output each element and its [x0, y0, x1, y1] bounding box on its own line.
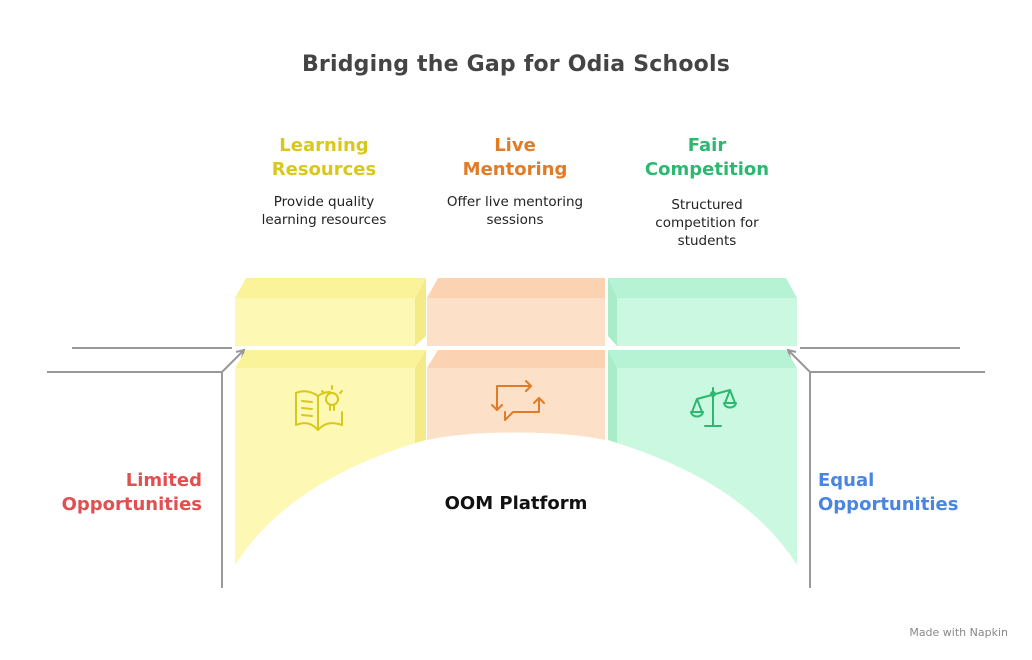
- heading-line: Learning: [279, 135, 369, 156]
- desc-line: Structured: [671, 197, 743, 213]
- arch-competition: [608, 350, 797, 565]
- oom-platform-label: OOM Platform: [444, 493, 588, 514]
- arch-mentoring: [427, 350, 605, 440]
- desc-line: Offer live mentoring: [446, 194, 584, 210]
- fair-competition-description: Structured competition for students: [612, 196, 802, 250]
- equal-opportunities-label: Equal Opportunities: [818, 469, 978, 517]
- desc-line: sessions: [486, 212, 544, 228]
- desc-line: competition for: [655, 215, 759, 231]
- learning-resources-heading: Learning Resources: [229, 134, 419, 182]
- chat-refresh-icon: [491, 380, 545, 421]
- page-title: Bridging the Gap for Odia Schools: [301, 52, 731, 77]
- learning-resources-description: Provide quality learning resources: [229, 193, 419, 229]
- label-line: Limited: [125, 470, 202, 491]
- heading-line: Resources: [271, 159, 377, 180]
- balance-scale-icon: [690, 387, 737, 427]
- heading-line: Live: [494, 135, 536, 156]
- right-cliff: [786, 347, 985, 588]
- arch-learning: [235, 350, 426, 565]
- desc-line: Provide quality: [273, 194, 375, 210]
- live-mentoring-heading: Live Mentoring: [420, 134, 610, 182]
- napkin-watermark[interactable]: Made with Napkin: [909, 626, 1008, 639]
- desc-line: students: [677, 233, 737, 249]
- label-line: Equal: [818, 470, 875, 491]
- upper-deck-learning: [235, 278, 426, 346]
- upper-deck-competition: [608, 278, 797, 346]
- heading-line: Fair: [687, 135, 727, 156]
- heading-line: Competition: [644, 159, 770, 180]
- label-line: Opportunities: [61, 494, 202, 515]
- heading-line: Mentoring: [462, 159, 568, 180]
- desc-line: learning resources: [261, 212, 387, 228]
- left-cliff: [47, 347, 246, 588]
- book-lightbulb-icon: [295, 385, 343, 431]
- upper-deck-mentoring: [427, 278, 605, 346]
- live-mentoring-description: Offer live mentoring sessions: [420, 193, 610, 229]
- limited-opportunities-label: Limited Opportunities: [60, 469, 202, 517]
- fair-competition-heading: Fair Competition: [612, 134, 802, 182]
- label-line: Opportunities: [818, 494, 959, 515]
- watermark-text: Made with Napkin: [909, 626, 1008, 639]
